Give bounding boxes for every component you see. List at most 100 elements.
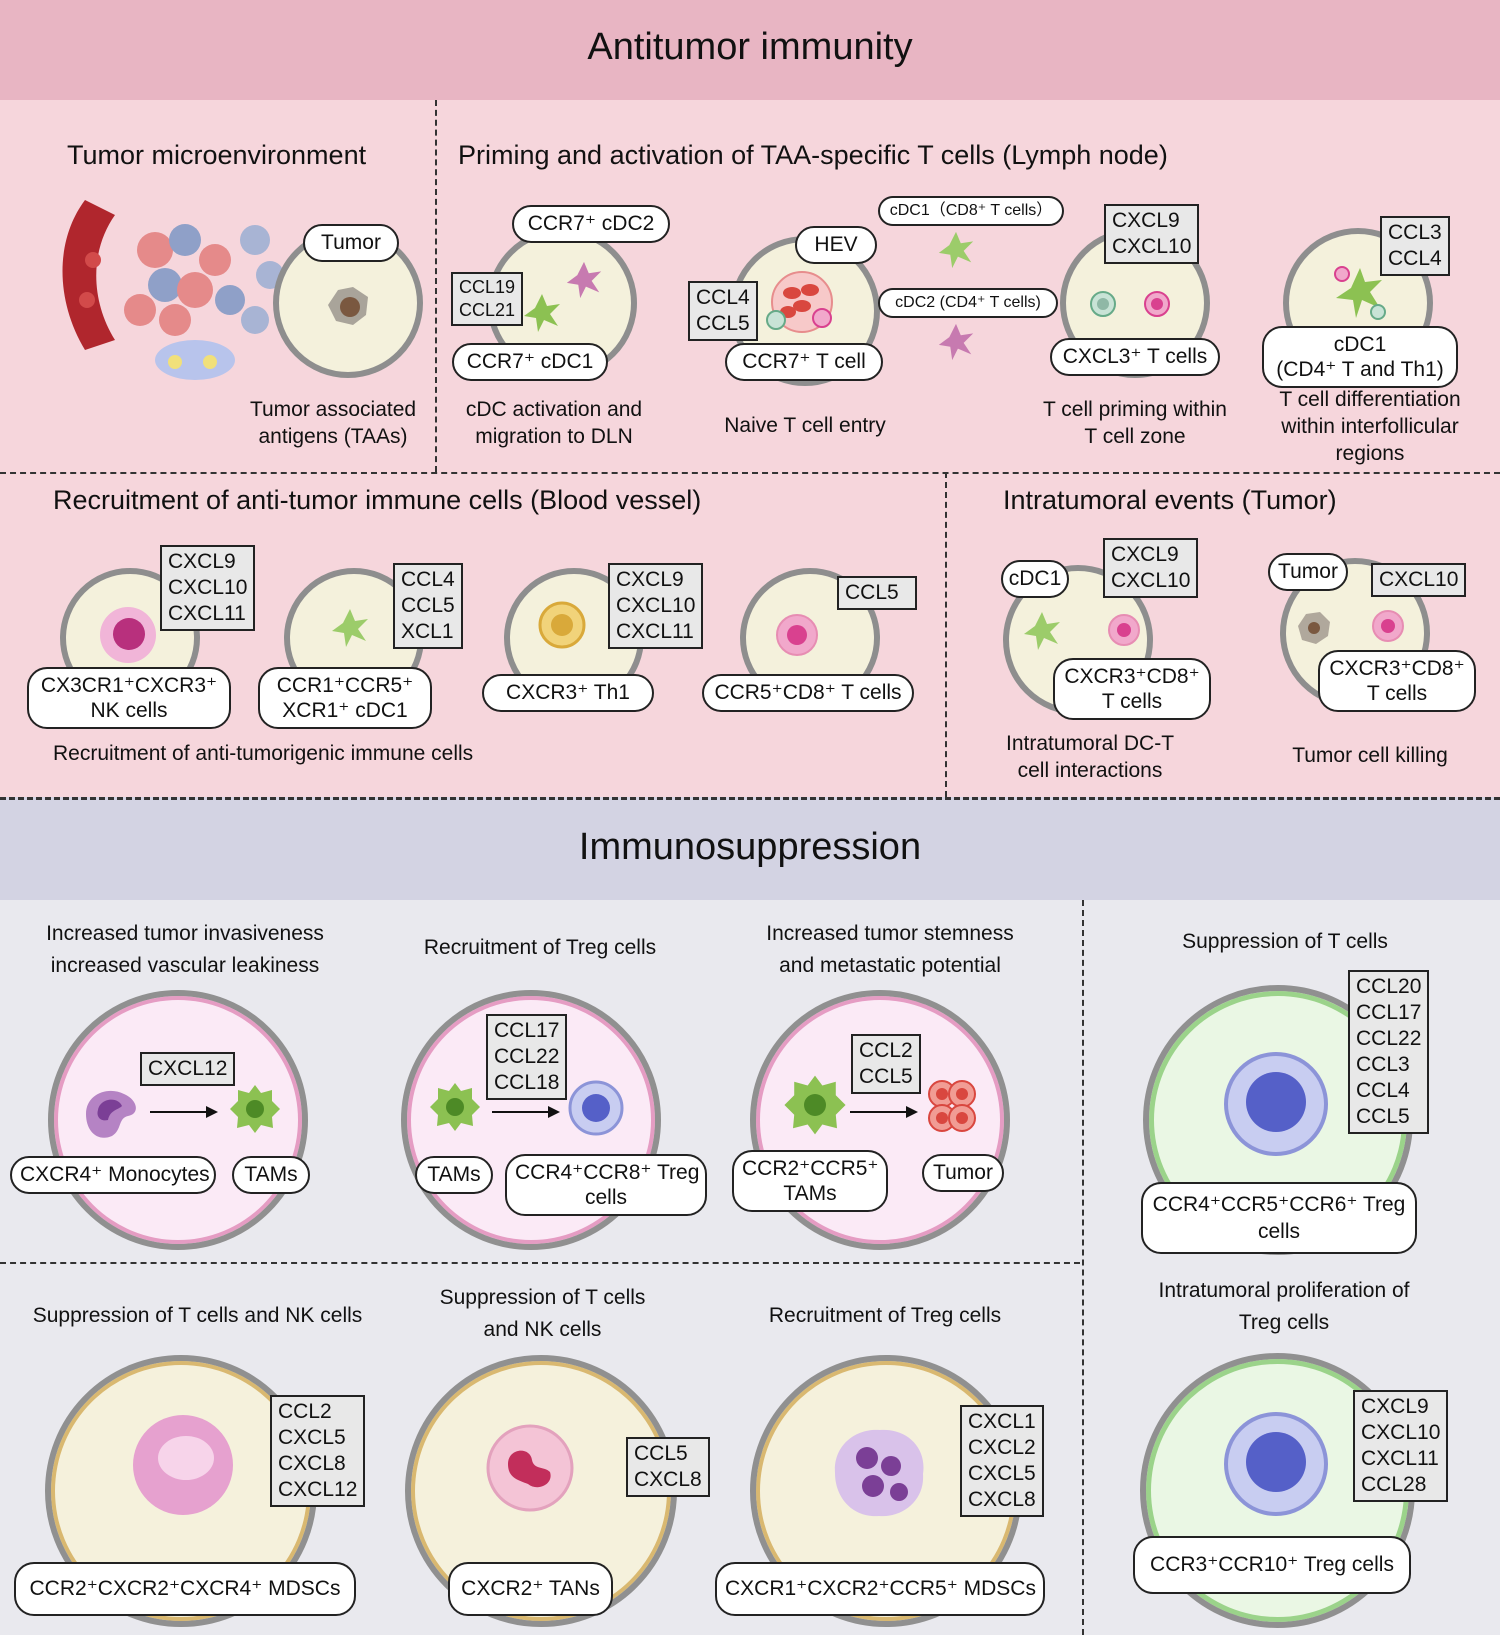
arrow-icon-2 <box>492 1106 560 1118</box>
interfol-label: cDC1(CD4⁺ T and Th1) <box>1262 326 1458 388</box>
cdc2-label: CCR7⁺ cDC2 <box>512 205 670 243</box>
monocyte-label: CXCR4⁺ Monocytes <box>10 1156 216 1194</box>
divider-suppress-right <box>1082 900 1084 1635</box>
mdsc2-label: CXCR1⁺CXCR2⁺CCR5⁺ MDSCs <box>715 1562 1045 1616</box>
dct-label: CXCR3⁺CD8⁺T cells <box>1053 658 1211 720</box>
tam-icon-2 <box>430 1083 480 1131</box>
tumor-label-stemness: Tumor <box>922 1154 1004 1192</box>
monocyte-icon <box>86 1090 136 1138</box>
tumor-microenvironment-illustration <box>62 200 284 380</box>
tme-tumor-label: Tumor <box>303 224 399 262</box>
cdc1-label: CCR7⁺ cDC1 <box>452 343 608 381</box>
tzone-label: CXCL3⁺ T cells <box>1050 338 1220 376</box>
intratumoral-title: Intratumoral events (Tumor) <box>1003 485 1337 515</box>
naive-t-label: CCR7⁺ T cell <box>725 343 883 381</box>
tan-cell-icon <box>486 1424 574 1512</box>
killing-label: CXCR3⁺CD8⁺T cells <box>1318 650 1476 712</box>
tumor-cluster-icon <box>928 1080 976 1132</box>
treg-recruit-title: Recruitment of Treg cells <box>423 936 657 959</box>
recruitment-caption: Recruitment of anti-tumorigenic immune c… <box>53 742 474 765</box>
divider-row1-row2 <box>0 472 1500 474</box>
mdsc1-cell-icon <box>133 1415 233 1515</box>
tans-label: CXCR2⁺ TANs <box>448 1562 613 1616</box>
nk-label: CX3CR1⁺CXCR3⁺NK cells <box>27 667 231 729</box>
tams-label-2: TAMs <box>415 1156 493 1194</box>
interfol-cells-icon <box>1334 266 1386 320</box>
naive-caption: Naive T cell entry <box>724 414 886 437</box>
th1-label: CXCR3⁺ Th1 <box>482 674 654 712</box>
tams-label-1: TAMs <box>232 1156 310 1194</box>
mdsc2-title: Recruitment of Treg cells <box>768 1304 1002 1327</box>
immunosuppression-title: Immunosuppression <box>578 826 922 868</box>
antitumor-header-band <box>0 0 1500 100</box>
priming-title: Priming and activation of TAA-specific T… <box>458 140 1168 170</box>
ccr2-ccr5-tams-label: CCR2⁺CCR5⁺TAMs <box>732 1150 888 1212</box>
dct-tag: cDC1 <box>1001 560 1069 598</box>
cdc2-cd4-label: cDC2 (CD4⁺ T cells) <box>878 288 1058 318</box>
immuno-header-band <box>0 797 1500 900</box>
cd8-chemokine-box: CCL5 <box>837 576 917 610</box>
th1-cell-icon <box>538 601 586 649</box>
arrow-icon-3 <box>850 1106 918 1118</box>
killing-caption: Tumor cell killing <box>1292 744 1448 767</box>
xcr1-cdc1-icon <box>332 609 368 647</box>
recruitment-title: Recruitment of anti-tumor immune cells (… <box>53 485 702 515</box>
cdc2-floating-icon <box>938 323 974 361</box>
treg-icon-3 <box>1224 1412 1328 1516</box>
cdc2-cell-icon <box>566 261 602 299</box>
killing-cells-icon <box>1298 610 1404 644</box>
divider-suppress-rows <box>0 1262 1080 1264</box>
nk-cell-icon <box>100 607 156 663</box>
tme-title: Tumor microenvironment <box>67 140 367 170</box>
mdsc1-label: CCR2⁺CXCR2⁺CXCR4⁺ MDSCs <box>14 1562 356 1616</box>
prolif-label: CCR3⁺CCR10⁺ Treg cells <box>1133 1536 1411 1594</box>
cd8-label: CCR5⁺CD8⁺ T cells <box>702 674 914 712</box>
arrow-icon-1 <box>150 1106 218 1118</box>
cd8-cell-icon <box>776 614 818 656</box>
tam-icon-1 <box>230 1085 280 1133</box>
hev-label: HEV <box>795 226 877 264</box>
cdc1-floating-icon <box>938 231 974 269</box>
cdc1-cd8-label: cDC1（CD8⁺ T cells） <box>878 196 1064 226</box>
invasive-chemokine-box: CXCL12 <box>140 1052 236 1086</box>
dct-cells-icon <box>1024 612 1140 650</box>
tzone-cells-icon <box>1090 291 1170 317</box>
antitumor-title: Antitumor immunity <box>587 26 913 68</box>
divider-antitumor-immuno <box>0 797 1500 800</box>
treg-icon-2 <box>1224 1052 1328 1156</box>
xcr1-label: CCR1⁺CCR5⁺XCR1⁺ cDC1 <box>258 667 432 729</box>
killing-tag: Tumor <box>1268 553 1348 591</box>
hev-icon <box>766 271 833 333</box>
treg-icon-1 <box>568 1080 624 1136</box>
tam-icon-3 <box>784 1075 846 1135</box>
killing-chemokine-box: CXCL10 <box>1371 563 1467 597</box>
tumor-cell-icon <box>328 287 368 325</box>
cdc1-cell-icon <box>524 294 560 332</box>
